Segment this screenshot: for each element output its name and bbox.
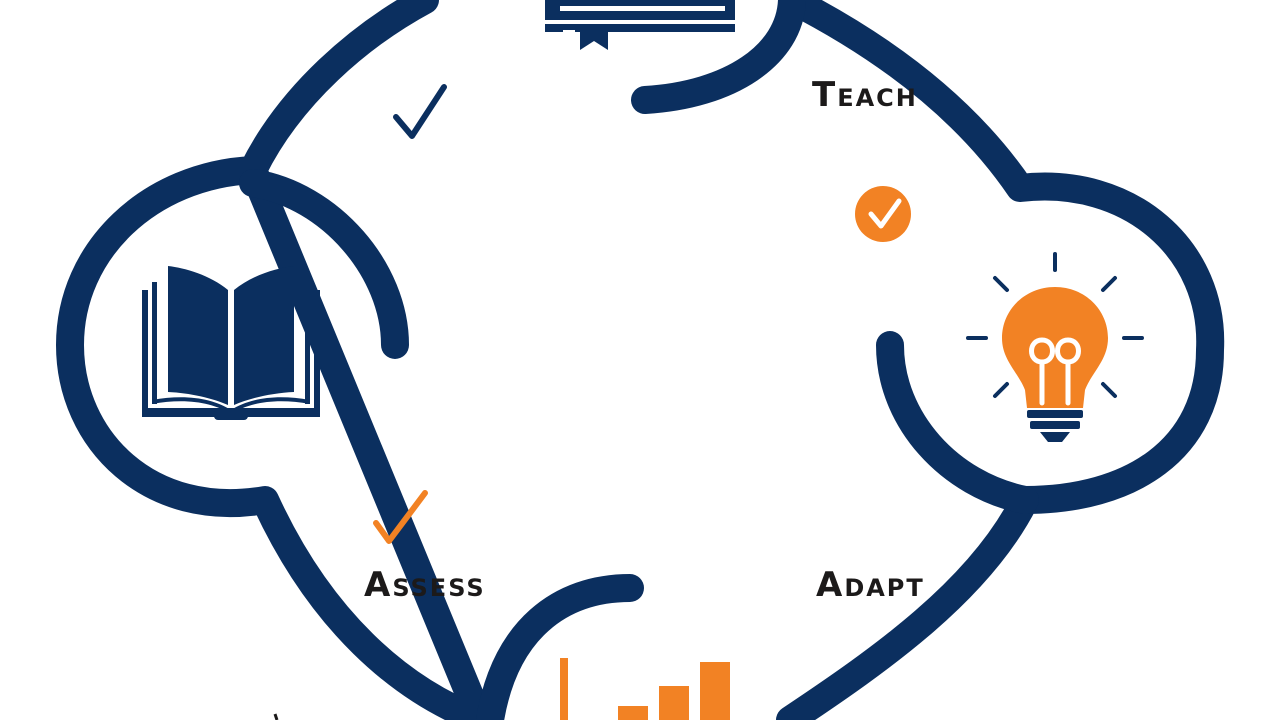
checkmark-icon	[373, 490, 428, 544]
bottom-inner-arc	[476, 574, 644, 720]
left-inner-arc	[239, 169, 409, 359]
cropped-mark	[273, 713, 279, 720]
right-inner-arc	[876, 331, 1039, 514]
books-stack-icon	[545, 0, 735, 50]
top-inner-arc	[631, 0, 806, 114]
label-teach: Teach	[812, 75, 918, 115]
bar-chart-icon	[560, 658, 730, 720]
label-adapt: Adapt	[816, 565, 925, 605]
lightbulb-icon	[966, 252, 1144, 442]
checkmark-icon	[393, 84, 447, 139]
open-book-icon	[142, 266, 320, 420]
label-assess: Assess	[364, 565, 486, 605]
checkmark-circle-icon	[855, 186, 911, 242]
cycle-outline	[56, 0, 1225, 720]
